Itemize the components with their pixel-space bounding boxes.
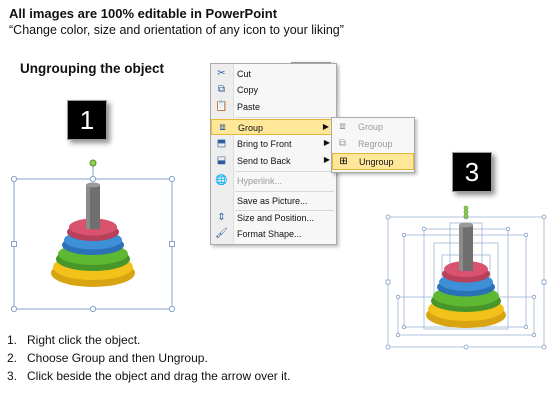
- context-menu: ✂ Cut ⧉ Copy 📋 Paste ⧈ Group ▶ ⬒ Bring t…: [210, 63, 337, 245]
- ring-pyramid: [426, 222, 506, 328]
- section-title: Ungrouping the object: [20, 61, 164, 76]
- instruction-item: 3. Click beside the object and drag the …: [7, 369, 291, 383]
- menu-item-format-shape[interactable]: 🖌 Format Shape...: [215, 228, 302, 239]
- submenu-item-regroup: ⧉ Regroup: [332, 136, 414, 153]
- rotation-handle: [89, 159, 97, 167]
- submenu-arrow-icon: ▶: [322, 122, 329, 131]
- header-title: All images are 100% editable in PowerPoi…: [9, 6, 278, 21]
- ungrouped-object-figure[interactable]: [384, 205, 550, 355]
- header-subtitle: “Change color, size and orientation of a…: [9, 23, 344, 37]
- grouped-object-figure[interactable]: [8, 155, 180, 317]
- menu-item-group[interactable]: ⧈ Group ▶: [211, 119, 336, 135]
- submenu-arrow-icon: ▶: [323, 138, 330, 147]
- group-icon: ⧈: [219, 122, 226, 133]
- scissors-icon: ✂: [217, 68, 226, 79]
- menu-separator: [235, 210, 334, 211]
- step-1-badge: 1: [67, 100, 107, 140]
- menu-item-cut[interactable]: ✂ Cut: [211, 66, 336, 82]
- menu-item-bring-to-front[interactable]: ⬒ Bring to Front ▶: [216, 138, 330, 149]
- instruction-item: 1. Right click the object.: [7, 333, 141, 347]
- group-submenu: ⧈ Group ⧉ Regroup ⊞ Ungroup: [331, 117, 415, 173]
- bring-to-front-icon: ⬒: [216, 138, 227, 149]
- regroup-icon: ⧉: [338, 138, 347, 149]
- send-to-back-icon: ⬓: [216, 155, 227, 166]
- ring-pyramid: [51, 182, 135, 287]
- resize-handles: [10, 175, 176, 313]
- menu-item-hyperlink: 🌐 Hyperlink...: [215, 175, 283, 186]
- instructions-list: 1. Right click the object. 2. Choose Gro…: [7, 331, 290, 385]
- menu-separator: [235, 171, 334, 172]
- menu-separator: [235, 117, 334, 118]
- submenu-item-group: ⧈ Group: [332, 119, 414, 136]
- resize-handles: [385, 214, 547, 350]
- paste-icon: 📋: [215, 101, 228, 112]
- group-icon: ⧈: [339, 121, 346, 132]
- step-3-badge: 3: [452, 152, 492, 192]
- size-position-icon: ⇕: [217, 212, 226, 223]
- instruction-item: 2. Choose Group and then Ungroup.: [7, 351, 208, 365]
- copy-icon: ⧉: [217, 84, 226, 95]
- menu-item-copy[interactable]: ⧉ Copy: [211, 82, 336, 98]
- ungroup-icon: ⊞: [339, 156, 348, 167]
- format-shape-icon: 🖌: [215, 228, 228, 239]
- menu-item-paste[interactable]: 📋 Paste: [215, 101, 261, 112]
- menu-item-send-to-back[interactable]: ⬓ Send to Back ▶: [216, 155, 330, 166]
- menu-item-save-as-picture[interactable]: Save as Picture...: [237, 196, 308, 206]
- rotation-handles: [463, 205, 469, 219]
- menu-icon-column: [211, 64, 234, 244]
- menu-separator: [235, 191, 334, 192]
- menu-item-size-and-position[interactable]: ⇕ Size and Position...: [211, 210, 336, 226]
- hyperlink-icon: 🌐: [215, 175, 228, 186]
- submenu-item-ungroup[interactable]: ⊞ Ungroup: [332, 153, 414, 170]
- submenu-arrow-icon: ▶: [323, 155, 330, 164]
